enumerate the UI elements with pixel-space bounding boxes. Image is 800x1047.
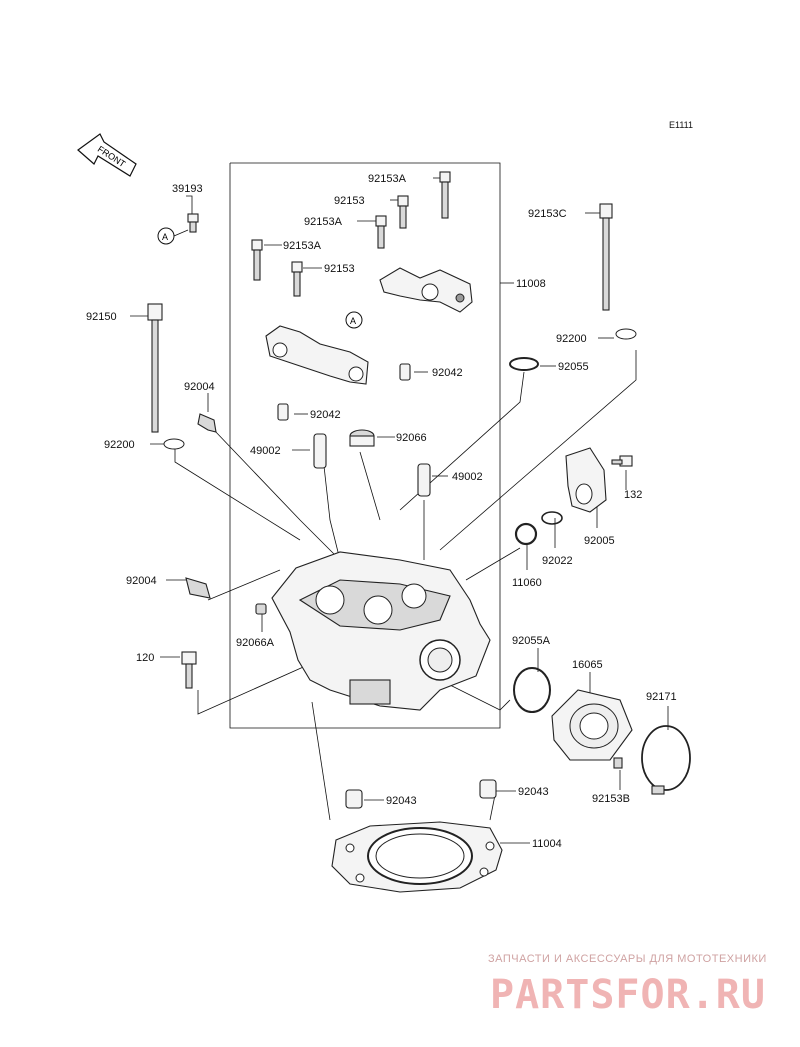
front-arrow: FRONT — [77, 133, 137, 177]
part-shapes: A A — [147, 171, 691, 893]
label-92153a-mid: 92153A — [304, 216, 343, 228]
label-120: 120 — [136, 652, 154, 664]
watermark-brand: PARTSFOR.RU — [490, 972, 766, 1018]
label-11060: 11060 — [512, 577, 542, 589]
label-92153b: 92153B — [592, 793, 630, 805]
label-92043-left: 92043 — [386, 795, 417, 807]
label-16065: 16065 — [572, 659, 603, 671]
label-92066a: 92066A — [236, 637, 275, 649]
label-92043-right: 92043 — [518, 786, 549, 798]
watermark-tagline: ЗАПЧАСТИ И АКСЕССУАРЫ ДЛЯ МОТОТЕХНИКИ — [488, 953, 767, 965]
label-11004: 11004 — [532, 838, 562, 850]
label-92153a-top: 92153A — [368, 173, 407, 185]
label-92042-left: 92042 — [310, 409, 341, 421]
label-92200-right: 92200 — [556, 333, 587, 345]
ref-marker-a-2: A — [350, 316, 356, 326]
label-92153c: 92153C — [528, 208, 567, 220]
label-92055: 92055 — [558, 361, 589, 373]
label-92004-lower: 92004 — [126, 575, 157, 587]
label-92004-upper: 92004 — [184, 381, 215, 393]
label-92055a: 92055A — [512, 635, 551, 647]
label-92200-left: 92200 — [104, 439, 135, 451]
diagram-code: E1111 — [669, 120, 693, 130]
label-49002-right: 49002 — [452, 471, 483, 483]
label-92153-top: 92153 — [334, 195, 365, 207]
label-92022: 92022 — [542, 555, 573, 567]
ref-marker-a-1: A — [162, 232, 168, 242]
label-92042-right: 92042 — [432, 367, 463, 379]
label-39193: 39193 — [172, 183, 203, 195]
label-92066: 92066 — [396, 432, 427, 444]
label-92005: 92005 — [584, 535, 615, 547]
label-92153a-left: 92153A — [283, 240, 322, 252]
label-11008: 11008 — [516, 278, 546, 290]
label-49002-left: 49002 — [250, 445, 281, 457]
label-132: 132 — [624, 489, 642, 501]
label-92153-left: 92153 — [324, 263, 355, 275]
assembly-frame — [229, 162, 501, 729]
label-92150: 92150 — [86, 311, 117, 323]
label-92171: 92171 — [646, 691, 677, 703]
